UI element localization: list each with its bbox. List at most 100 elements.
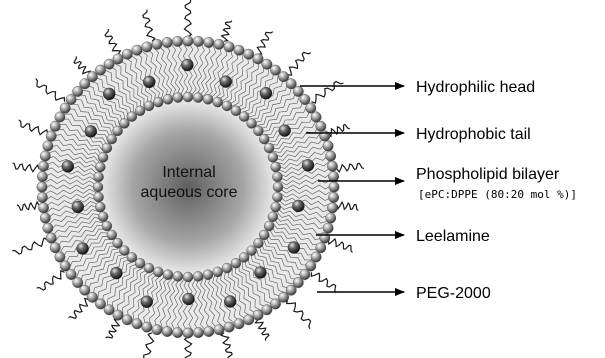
head-bead [259, 230, 269, 240]
head-bead [193, 93, 203, 103]
head-bead [222, 101, 232, 111]
head-bead [214, 39, 224, 49]
head-bead [95, 162, 105, 172]
head-bead [132, 319, 142, 329]
head-bead [183, 92, 193, 102]
head-bead [152, 39, 162, 49]
head-bead [40, 213, 50, 223]
head-bead [55, 112, 65, 122]
leelamine-bead [288, 242, 300, 254]
head-bead [43, 223, 53, 233]
head-bead [50, 243, 60, 253]
head-bead [193, 36, 203, 46]
head-bead [253, 126, 263, 136]
leelamine-bead [183, 293, 195, 305]
head-bead [213, 267, 223, 277]
peg-chain [12, 238, 48, 254]
head-bead [323, 141, 333, 151]
head-bead [300, 94, 310, 104]
peg-chain [222, 21, 232, 42]
head-bead [214, 325, 224, 335]
leelamine-bead [279, 125, 291, 137]
label-leelamine: Leelamine [416, 228, 490, 245]
leelamine-bead [85, 125, 97, 137]
head-bead [152, 325, 162, 335]
head-bead [163, 94, 173, 104]
peg-chain [311, 272, 336, 293]
head-bead [122, 315, 132, 325]
head-bead [183, 272, 193, 282]
head-bead [244, 49, 254, 59]
head-bead [231, 258, 241, 268]
leelamine-bead [260, 87, 272, 99]
head-bead [316, 121, 326, 131]
head-bead [37, 192, 47, 202]
head-bead [142, 42, 152, 52]
head-bead [98, 152, 108, 162]
leelamine-bead [181, 59, 193, 71]
head-bead [98, 212, 108, 222]
peg-chain [36, 79, 65, 102]
leelamine-bead [141, 296, 153, 308]
head-bead [107, 134, 117, 144]
head-bead [107, 230, 117, 240]
head-bead [306, 103, 316, 113]
head-bead [326, 213, 336, 223]
head-bead [60, 261, 70, 271]
head-bead [204, 37, 214, 47]
head-bead [153, 267, 163, 277]
head-bead [46, 233, 56, 243]
label-hydrophilic-head: Hydrophilic head [416, 79, 535, 96]
head-bead [94, 192, 104, 202]
head-bead [50, 121, 60, 131]
head-bead [193, 327, 203, 337]
head-bead [132, 45, 142, 55]
head-bead [135, 106, 145, 116]
head-bead [272, 172, 282, 182]
head-bead [93, 182, 103, 192]
head-bead [231, 106, 241, 116]
head-bead [163, 270, 173, 280]
head-bead [262, 305, 272, 315]
head-bead [213, 97, 223, 107]
head-bead [95, 202, 105, 212]
label-phospholipid-bilayer: Phospholipid bilayer [416, 166, 560, 183]
core-label-line1: Internal [162, 164, 215, 181]
peg-chain [184, 0, 191, 37]
leelamine-bead [62, 160, 74, 172]
head-bead [173, 271, 183, 281]
head-bead [222, 263, 232, 273]
head-bead [46, 131, 56, 141]
head-bead [270, 299, 280, 309]
head-bead [328, 192, 338, 202]
head-bead [55, 252, 65, 262]
peg-chain [19, 120, 48, 135]
head-bead [271, 202, 281, 212]
head-bead [162, 37, 172, 47]
head-bead [327, 203, 337, 213]
head-bead [272, 192, 282, 202]
head-bead [38, 203, 48, 213]
head-bead [203, 94, 213, 104]
head-bead [253, 54, 263, 64]
peg-chain [106, 320, 120, 338]
head-bead [127, 112, 137, 122]
head-bead [38, 161, 48, 171]
leelamine-bead [110, 267, 122, 279]
head-bead [43, 141, 53, 151]
head-bead [244, 315, 254, 325]
leelamine-bead [77, 243, 89, 255]
head-bead [204, 326, 214, 336]
peg-chain [257, 32, 272, 54]
leelamine-bead [103, 88, 115, 100]
peg-chain [141, 333, 154, 358]
head-bead [224, 322, 234, 332]
label-composition: [ePC:DPPE (80:20 mol %)] [418, 188, 577, 201]
head-bead [253, 310, 263, 320]
head-bead [329, 182, 339, 192]
head-bead [172, 327, 182, 337]
head-bead [113, 310, 123, 320]
head-bead [306, 261, 316, 271]
head-bead [203, 270, 213, 280]
